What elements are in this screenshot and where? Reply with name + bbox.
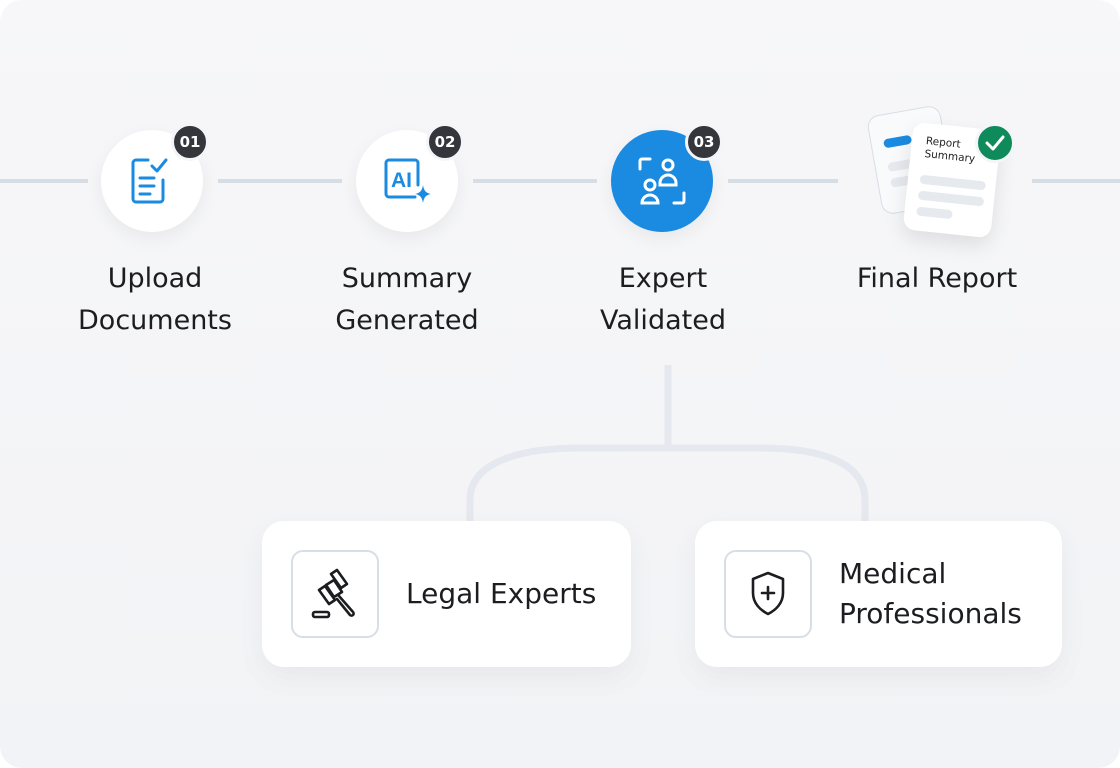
step-label-line: Generated (335, 305, 479, 336)
icon-box (724, 550, 812, 638)
users-scan-icon (638, 157, 686, 205)
step-label-line: Summary (341, 263, 473, 294)
step-label-line: Validated (600, 305, 726, 336)
step-number-badge: 03 (685, 123, 723, 161)
step-label-line: Final Report (856, 263, 1018, 294)
ai-sparkle-icon: AI (384, 158, 431, 203)
document-check-icon (131, 158, 168, 204)
step-number-badge: 02 (426, 123, 464, 161)
gavel-icon (311, 568, 355, 619)
connector-line (728, 179, 838, 183)
connector-line (0, 179, 88, 183)
expert-label-line: Professionals (839, 597, 1022, 630)
step-label-line: Expert (618, 263, 708, 294)
expert-label-line: Medical (839, 557, 947, 590)
svg-text:AI: AI (391, 169, 412, 192)
expert-card-legal: Legal Experts (262, 521, 631, 667)
shield-plus-icon (751, 571, 785, 616)
step-label-line: Documents (78, 305, 232, 336)
step-label-line: Upload (107, 263, 203, 294)
check-icon (975, 123, 1015, 163)
connector-line (473, 179, 597, 183)
step-number-badge: 01 (171, 123, 209, 161)
connector-line (218, 179, 342, 183)
connector-line (1032, 179, 1120, 183)
icon-box (291, 550, 379, 638)
step-label: Final Report (817, 258, 1057, 300)
expert-label: Legal Experts (406, 577, 597, 610)
